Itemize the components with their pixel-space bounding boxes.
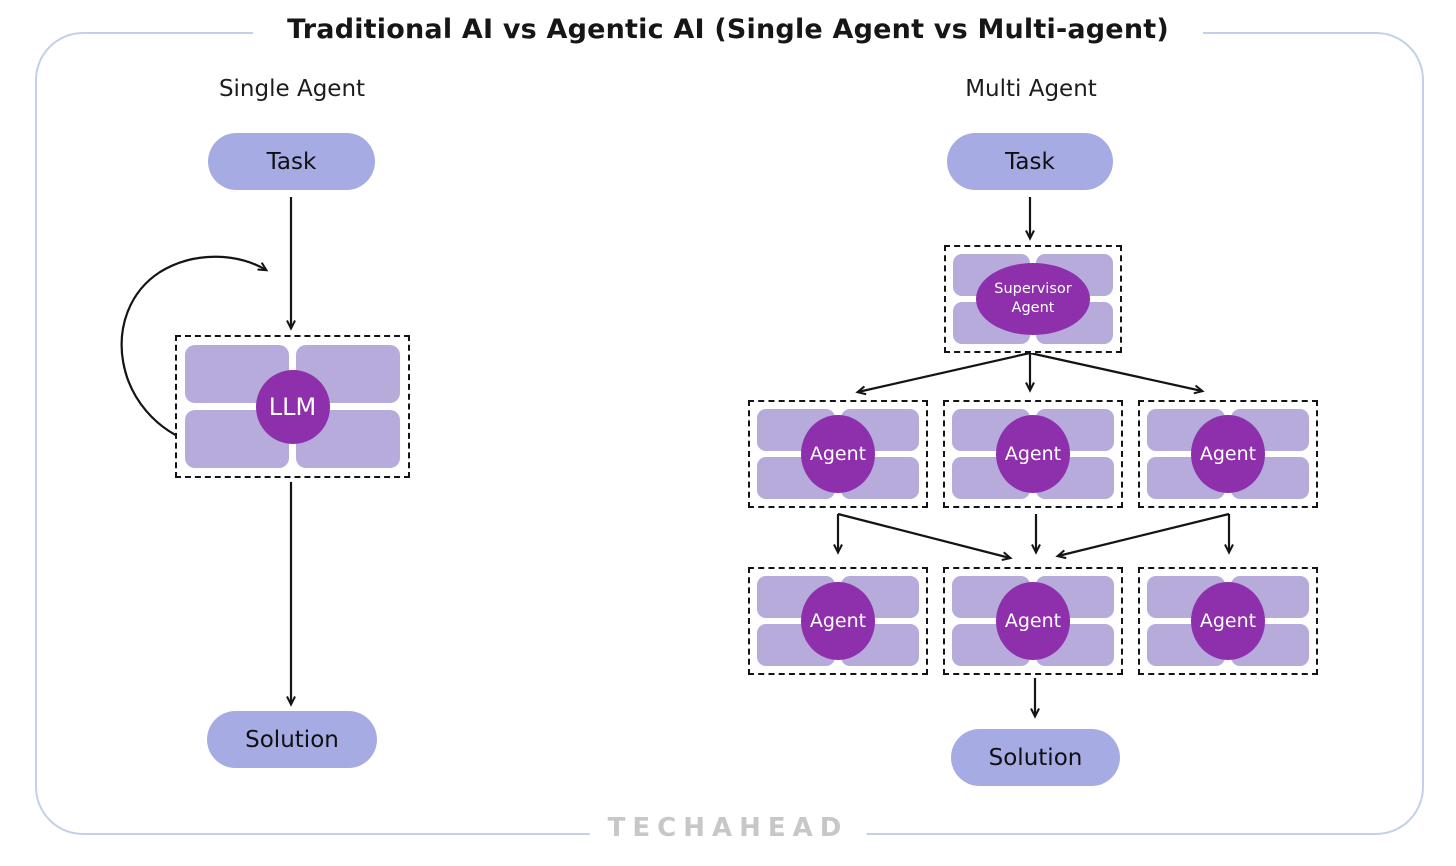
page-title: Traditional AI vs Agentic AI (Single Age… [253, 14, 1203, 45]
task-node-multi: Task [947, 133, 1113, 190]
agent-box-bottom-2: Agent [943, 567, 1123, 675]
agent-node: Agent [801, 415, 875, 493]
agent-label: Agent [809, 443, 867, 465]
agent-label: Agent [809, 610, 867, 632]
solution-node-single: Solution [207, 711, 377, 768]
agent-label: Agent [1004, 610, 1062, 632]
quadrant-grid [757, 576, 919, 666]
solution-node-multi: Solution [951, 729, 1120, 786]
task-label-single: Task [266, 148, 317, 175]
agent-label: Agent [1199, 443, 1257, 465]
agent-node: Agent [996, 582, 1070, 660]
agent-box-bottom-3: Agent [1138, 567, 1318, 675]
llm-node: LLM [255, 369, 330, 444]
agent-node: Agent [1191, 415, 1265, 493]
brand-logo: TECHAHEAD [589, 813, 867, 843]
agent-node: Agent [801, 582, 875, 660]
agent-label: Agent [1199, 610, 1257, 632]
solution-label-multi: Solution [988, 744, 1083, 771]
llm-box: LLM [175, 335, 410, 478]
agent-label: Agent [1004, 443, 1062, 465]
solution-label-single: Solution [245, 726, 339, 753]
agent-box-top-2: Agent [943, 400, 1123, 508]
agent-box-top-3: Agent [1138, 400, 1318, 508]
multi-agent-heading: Multi Agent [965, 76, 1097, 102]
task-node-single: Task [208, 133, 375, 190]
supervisor-label: Supervisor Agent [994, 281, 1072, 316]
supervisor-box: Supervisor Agent [944, 245, 1122, 353]
supervisor-node: Supervisor Agent [976, 263, 1090, 335]
agent-box-bottom-1: Agent [748, 567, 928, 675]
agent-box-top-1: Agent [748, 400, 928, 508]
llm-label: LLM [268, 392, 317, 421]
task-label-multi: Task [1005, 148, 1055, 175]
agent-node: Agent [1191, 582, 1265, 660]
single-agent-heading: Single Agent [218, 76, 366, 102]
agent-node: Agent [996, 415, 1070, 493]
